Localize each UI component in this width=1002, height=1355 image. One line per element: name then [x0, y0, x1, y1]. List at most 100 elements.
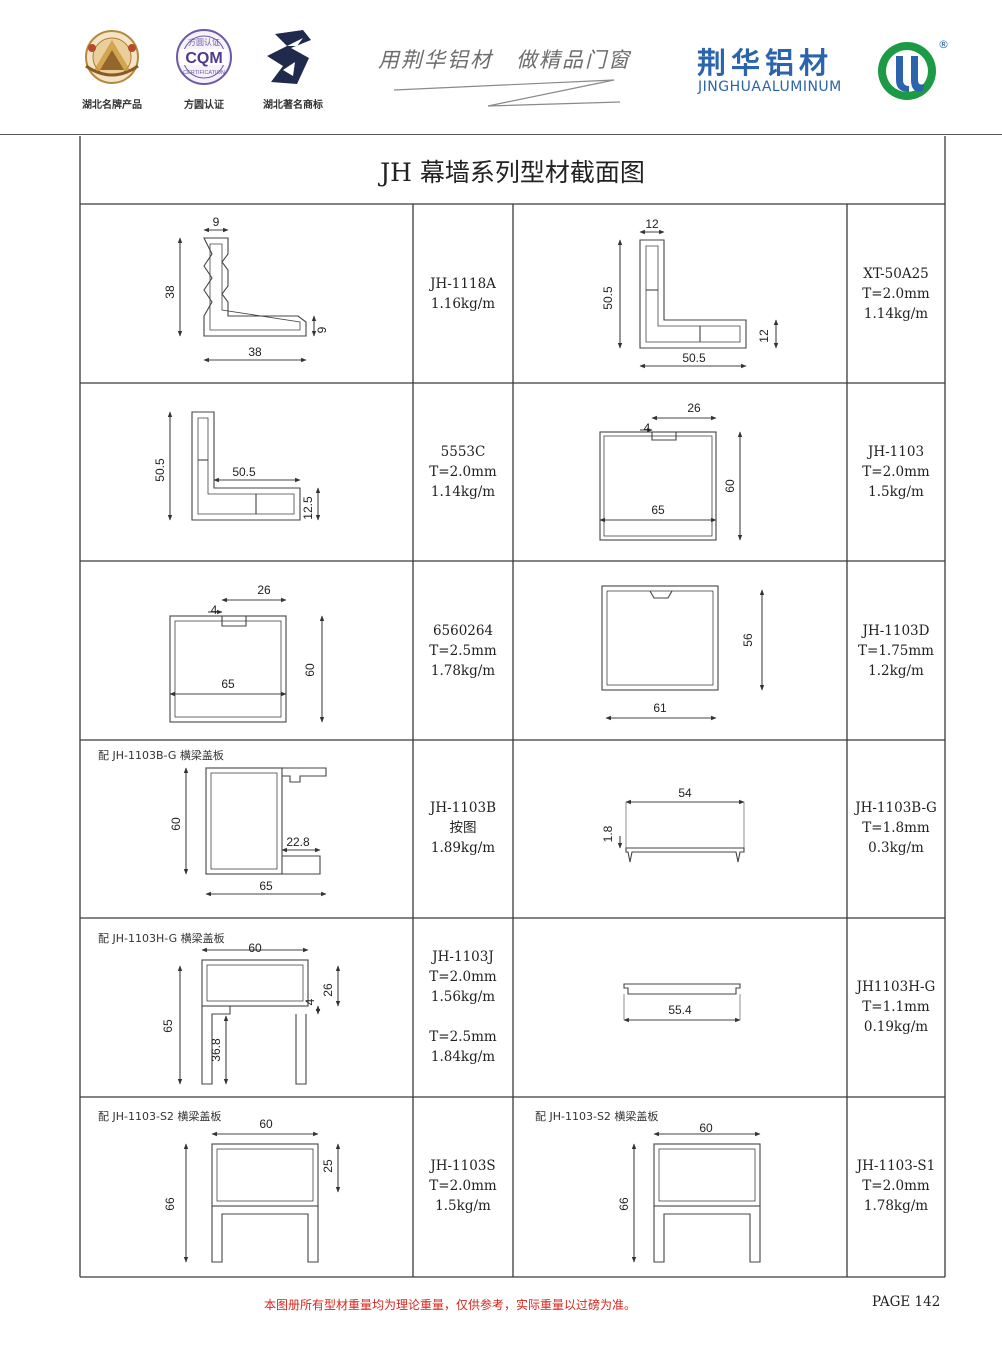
profile-jh-1103b-g — [617, 799, 745, 863]
spec-model: JH-1103 — [867, 444, 925, 460]
profile-jh-1103d — [601, 585, 765, 721]
dim-label: 66 — [163, 1197, 177, 1211]
spec-weight: 0.3kg/m — [868, 840, 924, 856]
brand-name-chinese: 荆华铝材 — [697, 46, 834, 80]
spec-weight: 1.16kg/m — [430, 296, 496, 312]
spec-model: JH-1103-S1 — [856, 1158, 936, 1174]
spec-model: JH-1118A — [430, 276, 496, 292]
spec-model: JH-1103D — [862, 623, 930, 639]
spec-cell: JH-1103J T=2.0mm 1.56kg/m T=2.5mm 1.84kg… — [413, 947, 513, 1067]
dim-label: 12 — [645, 217, 659, 231]
page-header: 湖北名牌产品 方圆认证 CQM CERTIFICATION 方圆认证 湖北著名商… — [0, 0, 1002, 136]
dim-label: 65 — [651, 503, 665, 517]
logo-caption-1: 湖北名牌产品 — [82, 100, 142, 111]
dim-label: 65 — [259, 879, 273, 893]
profile-jh-1118a — [177, 227, 317, 363]
company-slogan: 用荆华铝材 做精品门窗 — [378, 48, 631, 72]
spec-thickness: T=2.0mm — [429, 1178, 497, 1194]
dim-label: 56 — [741, 633, 755, 647]
cqm-mark-text: CQM — [185, 50, 222, 67]
spec-thickness: T=2.5mm — [429, 1029, 497, 1045]
spec-spacer — [413, 1007, 513, 1027]
dim-label: 9 — [213, 215, 220, 229]
dim-label: 26 — [257, 583, 271, 597]
dim-label: 65 — [221, 677, 235, 691]
dim-label: 38 — [248, 345, 262, 359]
brand-logo-1: 湖北名牌产品 — [72, 26, 152, 111]
dim-label: 1.8 — [601, 825, 615, 842]
cover-plate-note: 配 JH-1103-S2 横梁盖板 — [98, 1110, 222, 1123]
dim-label: 12.5 — [301, 496, 315, 520]
dim-label: 66 — [617, 1197, 631, 1211]
jinghua-brand-logo-icon — [878, 42, 936, 100]
spec-cell: JH-1103 T=2.0mm 1.5kg/m — [847, 442, 945, 502]
profile-jh-1103j — [177, 947, 341, 1085]
spec-thickness: T=2.0mm — [429, 464, 497, 480]
spec-thickness: T=2.0mm — [429, 969, 497, 985]
dim-label: 60 — [248, 941, 262, 955]
spec-weight: 1.2kg/m — [868, 663, 924, 679]
spec-weight: 0.19kg/m — [863, 1019, 929, 1035]
profile-5553c — [167, 411, 321, 521]
brand-logo-3: 湖北著名商标 — [253, 26, 333, 111]
profile-6560264 — [169, 597, 325, 723]
spec-thickness: T=1.8mm — [862, 820, 930, 836]
dim-label: 50.5 — [601, 286, 615, 310]
spec-model: 5553C — [440, 444, 486, 460]
spec-cell: JH-1103-S1 T=2.0mm 1.78kg/m — [847, 1156, 945, 1216]
spec-cell: 6560264 T=2.5mm 1.78kg/m — [413, 621, 513, 681]
brand-name-english: JINGHUAALUMINUM — [698, 79, 842, 95]
profile-jh-1103b — [183, 767, 327, 897]
dim-label: 12 — [757, 329, 771, 343]
spec-weight: 1.84kg/m — [430, 1049, 496, 1065]
profile-jh1103h-g — [623, 983, 741, 1023]
spec-weight: 1.14kg/m — [430, 484, 496, 500]
dim-label: 60 — [699, 1121, 713, 1135]
weight-disclaimer: 本图册所有型材重量均为理论重量，仅供参考，实际重量以过磅为准。 — [264, 1298, 637, 1312]
dim-label: 50.5 — [153, 458, 167, 482]
famous-trademark-logo-icon — [267, 30, 311, 84]
profile-xt-50a25 — [617, 229, 779, 369]
profile-jh-1103 — [599, 415, 743, 541]
dim-label: 36.8 — [209, 1038, 223, 1062]
spec-model: XT-50A25 — [863, 266, 929, 282]
dim-label: 54 — [678, 786, 692, 800]
page-number: PAGE 142 — [872, 1294, 941, 1310]
spec-model: JH-1103J — [432, 949, 494, 965]
cover-plate-note: 配 JH-1103B-G 横梁盖板 — [98, 749, 224, 762]
dim-label: 38 — [163, 285, 177, 299]
dim-label: 55.4 — [668, 1003, 692, 1017]
profile-jh-1103s — [183, 1131, 341, 1263]
dim-label: 60 — [169, 817, 183, 831]
spec-weight: 1.14kg/m — [863, 306, 929, 322]
table-title: JH 幕墙系列型材截面图 — [380, 158, 645, 187]
dim-label: 26 — [321, 983, 335, 997]
spec-cell: JH1103H-G T=1.1mm 0.19kg/m — [847, 977, 945, 1037]
spec-cell: JH-1118A 1.16kg/m — [413, 274, 513, 314]
spec-thickness: T=1.1mm — [862, 999, 930, 1015]
cqm-sub-text: CERTIFICATION — [183, 70, 225, 76]
dim-label: 50.5 — [682, 351, 706, 365]
spec-thickness: T=2.5mm — [429, 643, 497, 659]
dim-label: 4 — [644, 421, 651, 435]
profile-jh-1103-s1 — [631, 1131, 761, 1263]
spec-model: JH-1103S — [430, 1158, 496, 1174]
spec-cell: JH-1103D T=1.75mm 1.2kg/m — [847, 621, 945, 681]
spec-weight: 1.78kg/m — [430, 663, 496, 679]
spec-weight: 1.5kg/m — [435, 1198, 491, 1214]
logo-caption-2: 方圆认证 — [184, 100, 224, 111]
cqm-certification-logo-icon: 方圆认证 CQM CERTIFICATION — [176, 29, 232, 85]
spec-model: JH1103H-G — [856, 979, 936, 995]
registered-mark: ® — [938, 38, 949, 51]
logo-caption-3: 湖北著名商标 — [263, 100, 323, 111]
spec-cell: JH-1103S T=2.0mm 1.5kg/m — [413, 1156, 513, 1216]
spec-weight: 1.89kg/m — [430, 840, 496, 856]
slogan-flourish-icon — [393, 79, 621, 107]
spec-model: JH-1103B — [429, 800, 497, 816]
spec-model: 6560264 — [432, 623, 494, 639]
spec-weight: 1.5kg/m — [868, 484, 924, 500]
spec-thickness: T=2.0mm — [862, 464, 930, 480]
spec-weight: 1.78kg/m — [863, 1198, 929, 1214]
dim-label: 4 — [303, 998, 317, 1005]
